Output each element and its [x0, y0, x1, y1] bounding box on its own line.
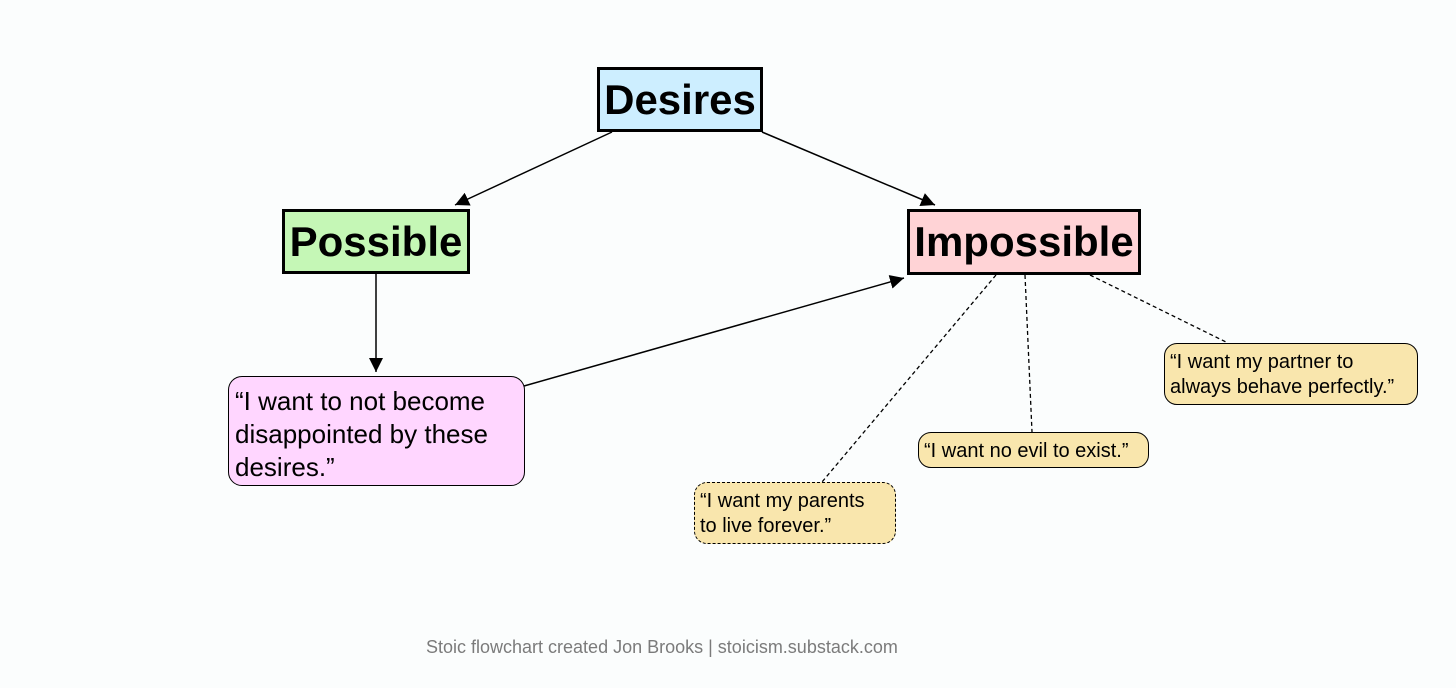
partner-note: “I want my partner to always behave perf…	[1164, 343, 1418, 405]
desires-node: Desires	[597, 67, 763, 132]
not-disappointed-note: “I want to not become disappointed by th…	[228, 376, 525, 486]
not-disappointed-text: “I want to not become disappointed by th…	[235, 386, 488, 482]
desires-label: Desires	[604, 75, 756, 123]
possible-node: Possible	[282, 209, 470, 274]
no-evil-text: “I want no evil to exist.”	[924, 440, 1129, 462]
arrow-desires-to-impossible	[761, 131, 936, 207]
arrow-desires-to-possible	[454, 131, 613, 206]
no-evil-note: “I want no evil to exist.”	[918, 432, 1149, 468]
partner-text: “I want my partner to always behave perf…	[1170, 351, 1395, 398]
impossible-node: Impossible	[907, 209, 1141, 275]
impossible-label: Impossible	[914, 218, 1134, 265]
dashed-link-impossible-to-no-evil	[1024, 274, 1033, 433]
arrow-note-to-impossible	[523, 275, 905, 387]
parents-note: “I want my parents to live forever.”	[694, 482, 896, 544]
possible-label: Possible	[289, 217, 463, 265]
dashed-link-impossible-to-parents	[821, 274, 997, 483]
flowchart-caption: Stoic flowchart created Jon Brooks | sto…	[426, 637, 898, 657]
dashed-link-impossible-to-partner	[1089, 274, 1229, 344]
parents-text: “I want my parents to live forever.”	[700, 490, 865, 537]
